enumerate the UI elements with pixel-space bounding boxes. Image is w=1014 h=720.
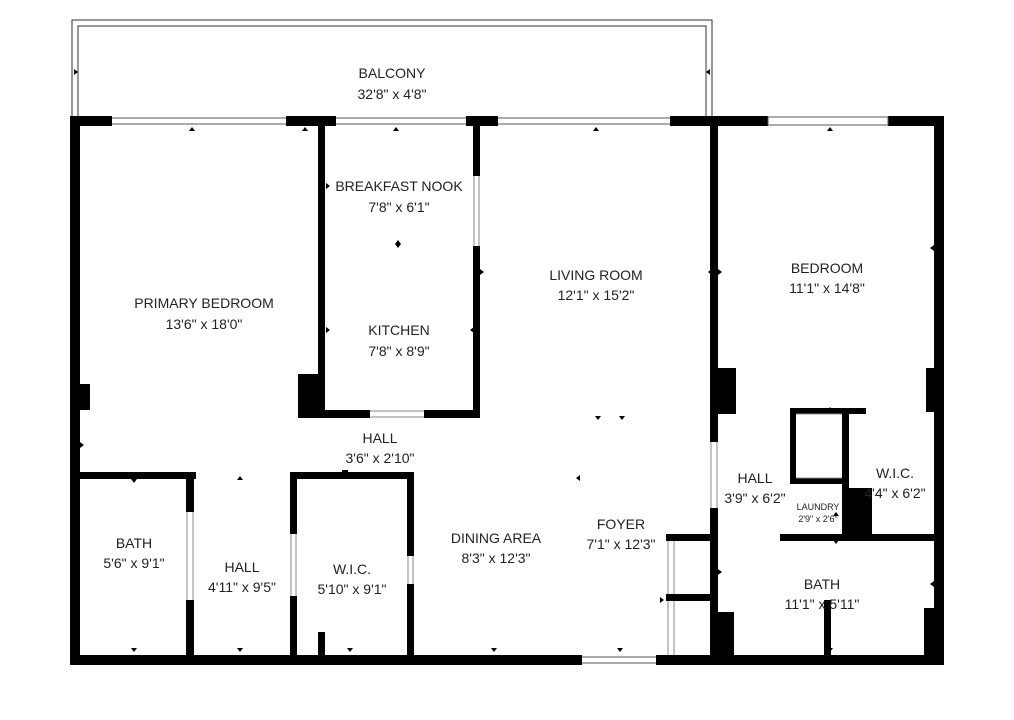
hall-center-label: HALL — [362, 430, 397, 446]
bedroom-dims: 11'1" x 14'8" — [789, 280, 865, 296]
dining-area-label: DINING AREA — [451, 530, 542, 546]
breakfast-nook-dims: 7'8" x 6'1" — [368, 199, 429, 215]
foyer-dims: 7'1" x 12'3" — [587, 536, 656, 552]
living-room-dims: 12'1" x 15'2" — [558, 287, 635, 303]
primary-bedroom-label: PRIMARY BEDROOM — [134, 295, 274, 311]
laundry-label: LAUNDRY — [797, 502, 840, 512]
kitchen-dims: 7'8" x 8'9" — [368, 343, 429, 359]
door-openings — [186, 176, 842, 655]
living-room-label: LIVING ROOM — [549, 267, 642, 283]
hall-center-dims: 3'6" x 2'10" — [346, 450, 415, 466]
bath-right-dims: 11'1" x 5'11" — [785, 596, 860, 612]
wic-left-label: W.I.C. — [333, 561, 371, 577]
wic-left-dims: 5'10" x 9'1" — [318, 581, 387, 597]
hall-left-dims: 4'11" x 9'5" — [208, 579, 276, 595]
hall-right-dims: 3'9" x 6'2" — [724, 490, 785, 506]
bath-left-dims: 5'6" x 9'1" — [103, 555, 164, 571]
balcony-label: BALCONY — [359, 65, 427, 81]
bedroom-label: BEDROOM — [791, 260, 863, 276]
wic-right-dims: 4'4" x 6'2" — [864, 485, 925, 501]
primary-bedroom-dims: 13'6" x 18'0" — [166, 316, 243, 332]
hall-right-label: HALL — [737, 470, 772, 486]
bath-right-label: BATH — [804, 576, 840, 592]
kitchen-label: KITCHEN — [368, 322, 429, 338]
hall-left-label: HALL — [224, 559, 259, 575]
measurement-ticks — [74, 69, 934, 652]
breakfast-nook-label: BREAKFAST NOOK — [335, 178, 463, 194]
foyer-label: FOYER — [597, 516, 645, 532]
windows — [112, 116, 889, 664]
wic-right-label: W.I.C. — [876, 465, 914, 481]
bath-left-label: BATH — [116, 535, 152, 551]
balcony-dims: 32'8" x 4'8" — [358, 86, 427, 102]
dining-area-dims: 8'3" x 12'3" — [462, 550, 531, 566]
room-labels: BALCONY 32'8" x 4'8" BREAKFAST NOOK 7'8"… — [103, 65, 925, 612]
laundry-dims: 2'9" x 2'6" — [798, 514, 837, 524]
